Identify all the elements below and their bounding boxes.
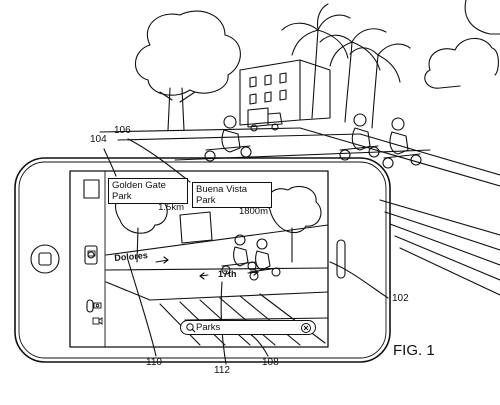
figure-label: FIG. 1 bbox=[393, 342, 435, 359]
poi-distance: 1.5km bbox=[158, 202, 184, 213]
clear-icon[interactable] bbox=[300, 322, 312, 334]
poi-label-golden-gate-park[interactable]: Golden Gate Park 1.5km bbox=[108, 178, 188, 213]
ref-numeral-110: 110 bbox=[146, 357, 162, 368]
ref-numeral-102: 102 bbox=[392, 293, 409, 304]
ref-numeral-104: 104 bbox=[90, 134, 107, 145]
ref-numeral-106: 106 bbox=[114, 125, 131, 136]
poi-label-buena-vista-park[interactable]: Buena Vista Park 1800m bbox=[192, 182, 272, 217]
poi-name: Golden Gate Park bbox=[112, 180, 166, 202]
search-icon bbox=[186, 323, 196, 333]
street-label-17th: 17th bbox=[218, 269, 237, 279]
ref-numeral-108: 108 bbox=[262, 357, 279, 368]
search-bar[interactable]: Parks bbox=[180, 320, 316, 335]
poi-distance: 1800m bbox=[238, 206, 268, 217]
camera-icon[interactable] bbox=[87, 250, 96, 257]
camera-mode-icon[interactable] bbox=[93, 302, 102, 309]
video-mode-icon[interactable] bbox=[92, 317, 103, 325]
search-query: Parks bbox=[196, 322, 221, 333]
ref-numeral-112: 112 bbox=[214, 365, 230, 376]
poi-name: Buena Vista Park bbox=[196, 184, 248, 206]
